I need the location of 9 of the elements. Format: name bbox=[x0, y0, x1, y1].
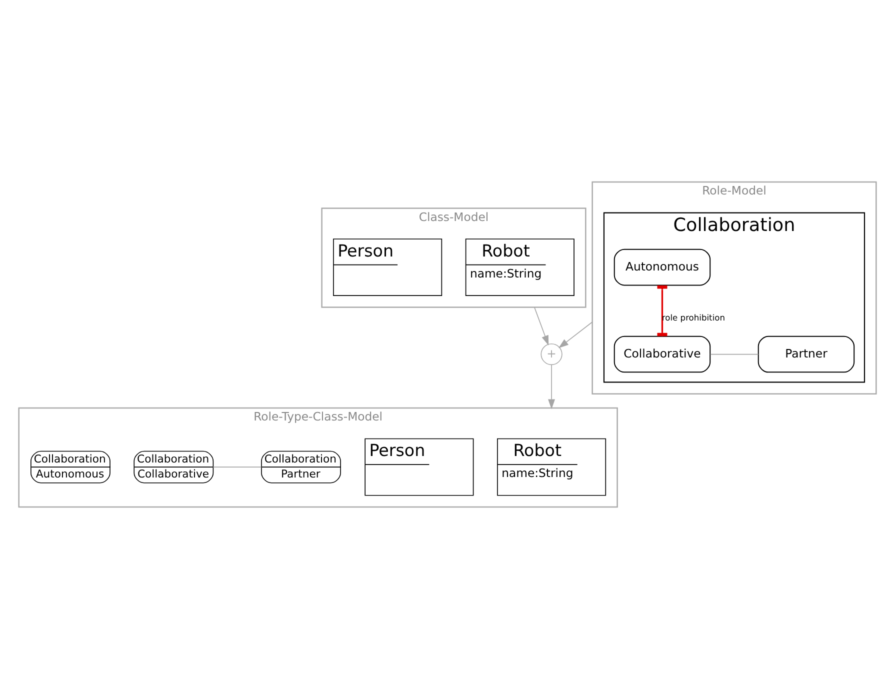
node-circle: + bbox=[540, 343, 562, 366]
node-box: Collaborative bbox=[614, 336, 711, 373]
arrow bbox=[548, 364, 556, 410]
arrow bbox=[558, 322, 593, 348]
node-box: Autonomous bbox=[614, 248, 711, 286]
connector bbox=[710, 354, 759, 355]
node-box: Partner bbox=[758, 336, 855, 373]
arrow bbox=[534, 306, 549, 346]
connector bbox=[212, 466, 262, 468]
